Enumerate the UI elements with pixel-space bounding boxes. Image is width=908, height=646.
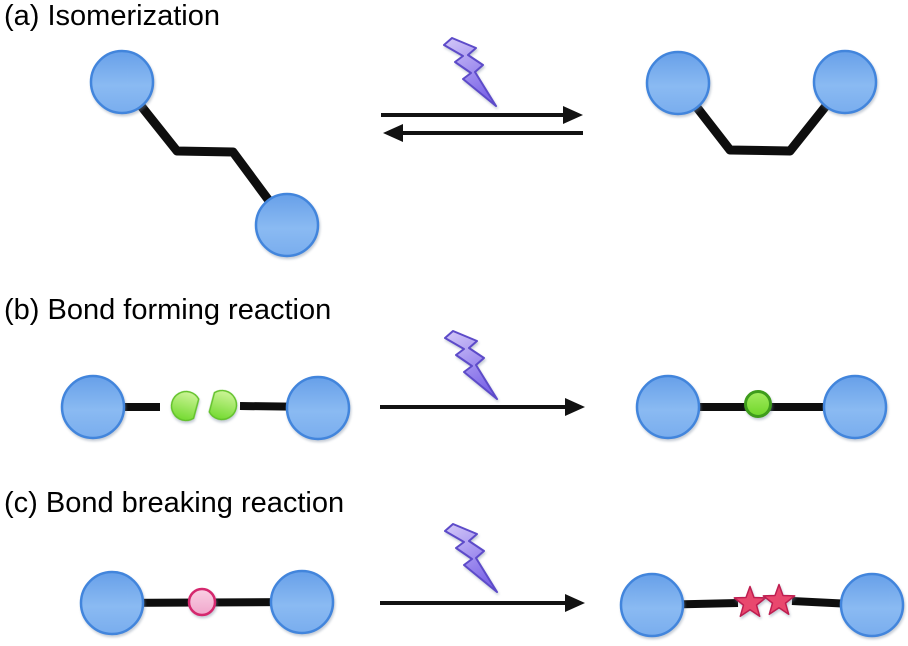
reaction-center-a <box>381 37 583 142</box>
bond-fragment-right-icon <box>208 389 238 421</box>
bond-line <box>674 79 849 156</box>
atom-circle <box>285 375 351 441</box>
reaction-center-b <box>380 330 585 416</box>
bond-fragment-left-icon <box>170 390 200 422</box>
forward-arrow-icon <box>380 594 585 612</box>
atom-circle <box>812 49 878 115</box>
atom-circle <box>839 572 905 638</box>
section-c-title: (c) Bond breaking reaction <box>4 487 345 519</box>
forward-arrow-head <box>565 398 585 416</box>
bond-line <box>118 79 291 228</box>
photon-bolt-icon <box>444 330 498 400</box>
section-b-title: (b) Bond forming reaction <box>4 294 332 326</box>
broken-bond-star-icon <box>762 583 796 616</box>
photon-bolt-icon <box>444 523 498 593</box>
reverse-arrow-head <box>383 124 403 142</box>
atom-circle <box>269 569 335 635</box>
molecule-a-reactant <box>89 49 320 258</box>
atom-circle <box>822 374 888 440</box>
molecule-c-reactant <box>79 569 335 636</box>
section-a-title: (a) Isomerization <box>4 0 220 32</box>
forward-arrow-head <box>565 594 585 612</box>
reverse-arrow-icon <box>383 124 583 142</box>
molecule-c-product <box>619 572 905 638</box>
reaction-center-c <box>380 523 585 612</box>
atom-circle <box>645 50 711 116</box>
forward-arrow-icon <box>381 106 583 124</box>
atom-circle <box>619 572 685 638</box>
atom-circle <box>635 374 701 440</box>
broken-bond-star-icon <box>733 585 767 618</box>
atom-circle <box>89 49 155 115</box>
forward-arrow-head <box>563 106 583 124</box>
atom-circle <box>79 570 145 636</box>
molecule-b-product <box>635 374 888 440</box>
molecule-b-reactant <box>60 374 351 441</box>
weak-bond-marker-icon <box>187 587 217 617</box>
photon-bolt-icon <box>443 37 497 107</box>
atom-circle <box>60 374 126 440</box>
molecule-a-product <box>645 49 878 156</box>
atom-circle <box>254 192 320 258</box>
forward-arrow-icon <box>380 398 585 416</box>
formed-bond-marker-icon <box>744 390 772 418</box>
